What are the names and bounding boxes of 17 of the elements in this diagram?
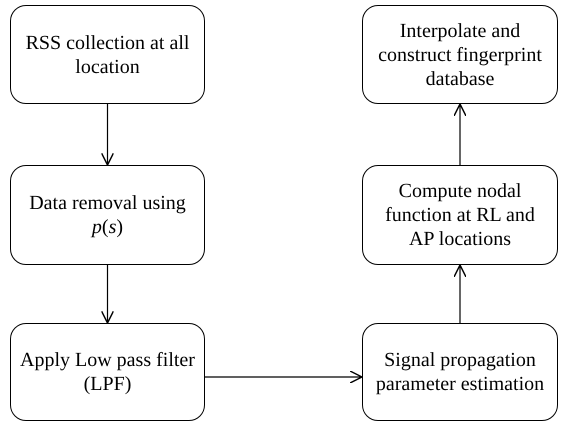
process-box bbox=[362, 323, 558, 421]
process-box bbox=[10, 165, 205, 265]
box-text: Interpolate and construct fingerprint database bbox=[377, 18, 543, 90]
arrow bbox=[100, 104, 114, 166]
box-text: Compute nodal function at RL and AP locations bbox=[384, 179, 536, 251]
arrow bbox=[453, 103, 467, 165]
process-box bbox=[10, 323, 205, 421]
process-box bbox=[10, 5, 205, 104]
box-text: Signal propagation parameter estimation bbox=[374, 348, 546, 396]
arrow bbox=[453, 264, 467, 323]
process-box bbox=[362, 165, 558, 265]
arrow bbox=[100, 265, 114, 324]
box-text: RSS collection at all location bbox=[24, 30, 190, 78]
arrow bbox=[205, 370, 363, 384]
box-text: Apply Low pass filter (LPF) bbox=[19, 348, 196, 396]
process-box bbox=[362, 5, 558, 104]
box-text: Data removal using p(s) bbox=[28, 191, 187, 239]
